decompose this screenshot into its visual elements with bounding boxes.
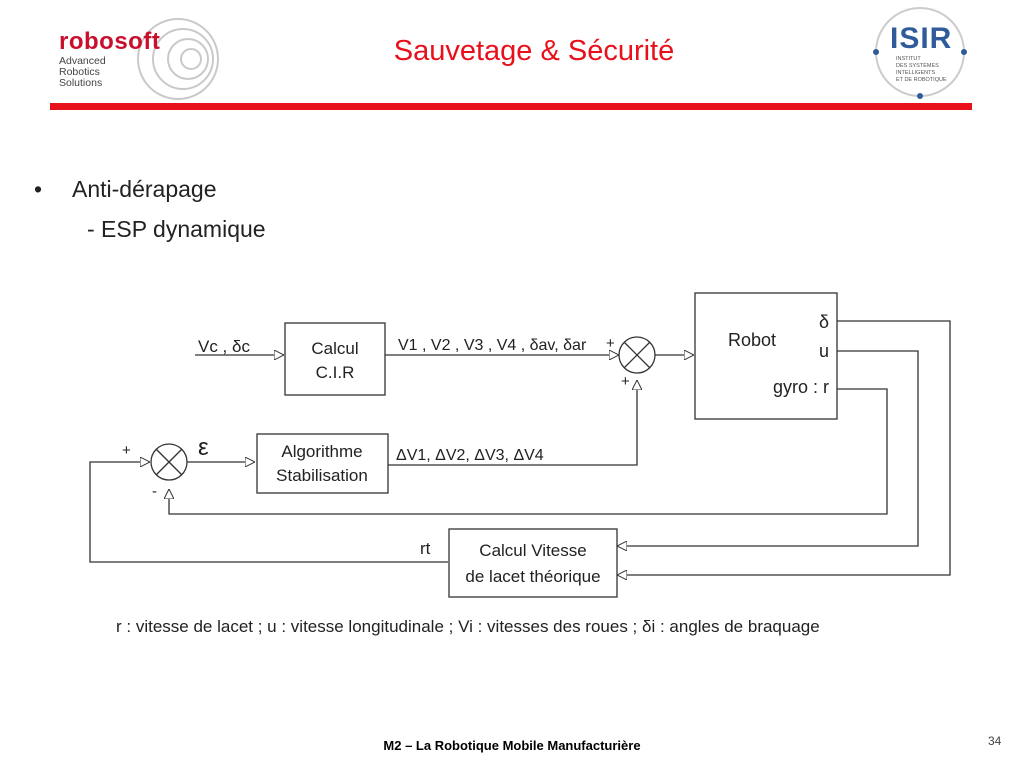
- rt-label: rt: [420, 539, 431, 558]
- robot-label: Robot: [728, 330, 776, 350]
- isir-name: ISIR: [890, 22, 953, 55]
- isir-sub-1: INSTITUT: [896, 56, 921, 62]
- isir-logo: ISIR INSTITUT DES SYSTÈMES INTELLIGENTS …: [868, 2, 972, 102]
- sum2-minus: -: [152, 483, 157, 500]
- wire-gyro-feedback: [169, 388, 888, 515]
- wire-rt-feedback: [89, 462, 448, 563]
- logo-brand: robosoft: [59, 28, 161, 55]
- block-cir: [284, 322, 386, 396]
- block-algo: [256, 433, 389, 494]
- robot-out-u: u: [819, 341, 829, 361]
- header-divider: [50, 103, 972, 110]
- vitesse-label-2: de lacet théorique: [465, 567, 600, 586]
- sum2-plus: +: [122, 442, 131, 459]
- robosoft-logo: robosoft Advanced Robotics Solutions: [55, 18, 219, 100]
- vitesse-label-1: Calcul Vitesse: [479, 541, 586, 560]
- cir-label-2: C.I.R: [316, 363, 355, 382]
- algo-output-label: ΔV1, ΔV2, ΔV3, ΔV4: [396, 447, 544, 464]
- diagram-legend: r : vitesse de lacet ; u : vitesse longi…: [116, 617, 820, 636]
- sum-junction-2: [150, 443, 188, 481]
- wire-delta-vitesse: [617, 320, 951, 575]
- page-number: 34: [988, 734, 1002, 748]
- bullet-marker: •: [34, 176, 43, 202]
- robot-out-gyro: gyro : r: [773, 377, 829, 397]
- epsilon-label: ε: [198, 434, 209, 461]
- block-robot: [694, 292, 838, 420]
- logo-line-1: Advanced: [59, 55, 106, 67]
- block-vitesse: [448, 528, 618, 598]
- wire-algo-sum: [388, 380, 637, 466]
- robot-out-delta: δ: [819, 312, 829, 332]
- sum1-plus-bottom: +: [621, 373, 630, 390]
- isir-subtitle: INSTITUT DES SYSTÈMES INTELLIGENTS ET DE…: [896, 56, 947, 84]
- input-label: Vc , δc: [198, 337, 250, 356]
- wire-u-vitesse: [617, 350, 919, 546]
- footer-text: M2 – La Robotique Mobile Manufacturière: [383, 738, 641, 753]
- sum-junction-1: [618, 336, 656, 374]
- swirl-icon: [137, 18, 219, 100]
- esp-block-diagram: Vc , δc Calcul C.I.R V1 , V2 , V3 , V4 ,…: [89, 292, 951, 598]
- cir-output-label: V1 , V2 , V3 , V4 , δav, δar: [398, 337, 587, 354]
- logo-line-3: Solutions: [59, 77, 103, 89]
- sub-bullet-esp: - ESP dynamique: [87, 216, 266, 242]
- algo-label-1: Algorithme: [281, 442, 362, 461]
- isir-sub-4: ET DE ROBOTIQUE: [896, 77, 947, 83]
- isir-sub-3: INTELLIGENTS: [896, 70, 936, 76]
- isir-sub-2: DES SYSTÈMES: [896, 63, 939, 69]
- logo-line-2: Robotics: [59, 66, 100, 78]
- cir-label-1: Calcul: [311, 339, 358, 358]
- sum1-plus-top: +: [606, 335, 615, 352]
- isir-ring-icon: [873, 7, 967, 99]
- logo-tagline: Advanced Robotics Solutions: [59, 56, 106, 89]
- page-title: Sauvetage & Sécurité: [393, 35, 675, 67]
- bullet-text: Anti-dérapage: [72, 176, 217, 202]
- algo-label-2: Stabilisation: [276, 466, 368, 485]
